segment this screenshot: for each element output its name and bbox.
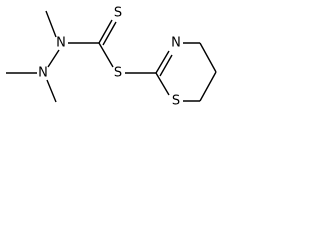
atom-s-ring: S <box>172 94 180 109</box>
bond-ring-c2-n3-double-a <box>155 50 170 74</box>
bond-n2-methyl-down <box>46 79 57 103</box>
atom-n-dimethylamino: N <box>38 66 48 81</box>
bond-carbon-s-link <box>98 42 114 68</box>
bond-thiocarbonyl-double-b <box>102 21 117 46</box>
bond-ring-c4-c5 <box>199 42 217 73</box>
bond-n1-n2 <box>47 49 60 68</box>
chemical-structure: N N S S N S <box>6 6 217 109</box>
atom-n-ring: N <box>171 36 181 51</box>
bond-ring-s1-c2 <box>155 72 170 96</box>
bond-n1-methyl <box>45 10 57 38</box>
bonds <box>6 10 217 103</box>
atom-labels: N N S S N S <box>38 6 181 109</box>
atom-n-amide: N <box>56 36 66 51</box>
atom-s-thioester: S <box>114 66 122 81</box>
bond-ring-c2-n3-double-b <box>159 54 173 77</box>
atom-s-thione: S <box>114 6 122 21</box>
bond-ring-c5-c6 <box>199 71 217 102</box>
bond-thiocarbonyl-double-a <box>98 19 113 44</box>
